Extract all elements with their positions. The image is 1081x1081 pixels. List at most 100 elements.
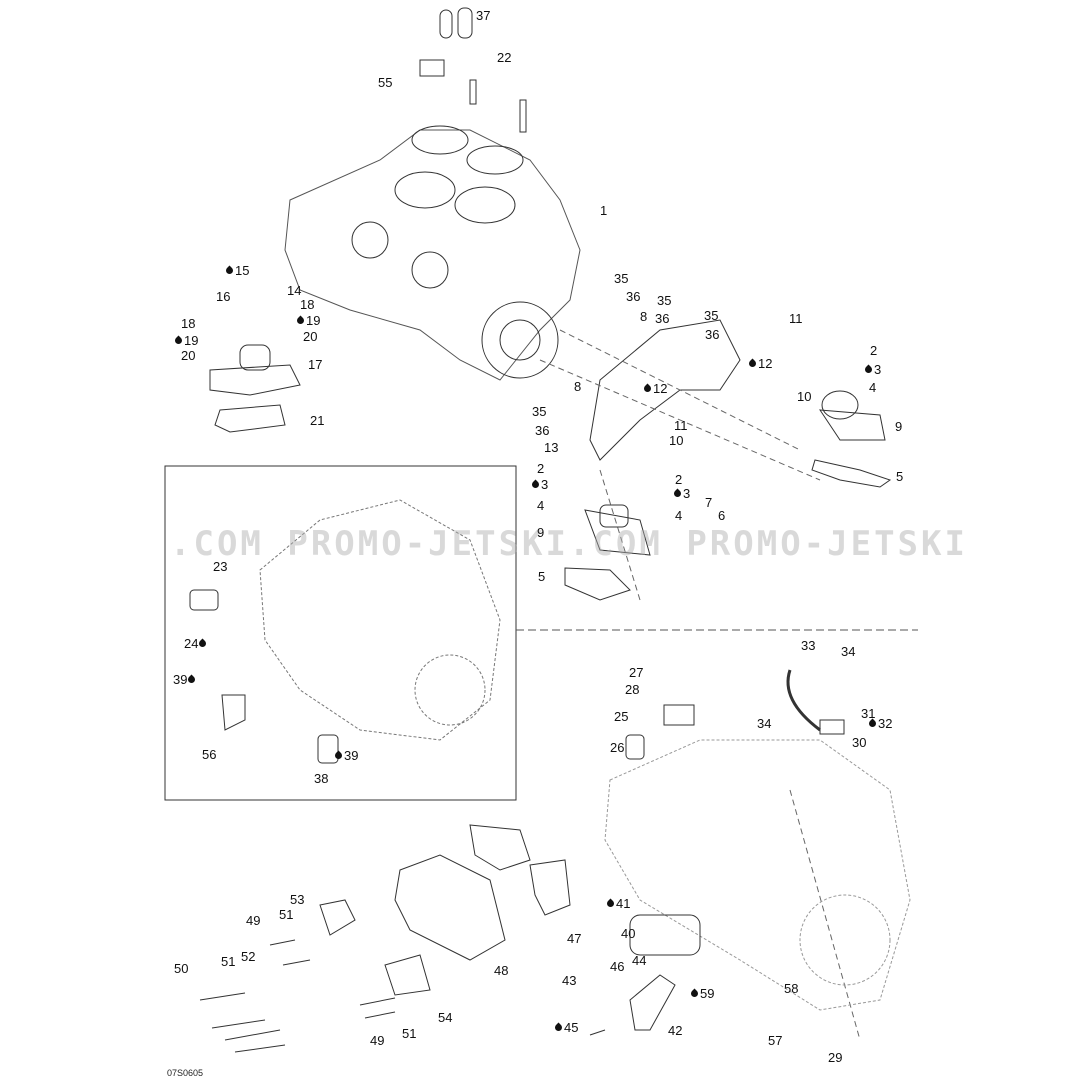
diagram-code: 07S0605 bbox=[167, 1068, 204, 1078]
callout: 3 bbox=[672, 487, 690, 500]
bolts bbox=[199, 939, 606, 1053]
callout: 48 bbox=[494, 963, 509, 978]
callout: 35 bbox=[614, 271, 629, 286]
callout: 36 bbox=[535, 423, 550, 438]
callout: 7 bbox=[705, 495, 713, 510]
callout: 51 bbox=[402, 1026, 417, 1041]
callout: 52 bbox=[241, 949, 256, 964]
callout: 50 bbox=[174, 961, 189, 976]
callout: 18 bbox=[181, 316, 196, 331]
callout: 53 bbox=[290, 892, 305, 907]
callout: 35 bbox=[657, 293, 672, 308]
drop-icon bbox=[187, 674, 197, 685]
callout: 34 bbox=[757, 716, 772, 731]
callout: 4 bbox=[537, 498, 545, 513]
callout: 14 bbox=[287, 283, 302, 298]
spark-plugs-and-coils bbox=[419, 7, 527, 133]
callout: 4 bbox=[675, 508, 683, 523]
drop-icon bbox=[689, 988, 700, 999]
callout: 32 bbox=[867, 717, 892, 730]
watermark: .COM PROMO-JETSKI.COM PROMO-JETSKI bbox=[170, 524, 968, 564]
callout: 58 bbox=[784, 981, 799, 996]
drop-icon bbox=[198, 638, 208, 649]
callout: 4 bbox=[869, 380, 877, 395]
callout: 12 bbox=[642, 382, 667, 395]
callout: 3 bbox=[530, 478, 548, 491]
callout: 9 bbox=[895, 419, 903, 434]
callout: 27 bbox=[629, 665, 644, 680]
callout: 18 bbox=[300, 297, 315, 312]
drop-icon bbox=[530, 479, 541, 490]
callout: 45 bbox=[553, 1021, 578, 1034]
callout: 49 bbox=[370, 1033, 385, 1048]
callout: 33 bbox=[801, 638, 816, 653]
drop-icon bbox=[333, 750, 344, 761]
callout: 42 bbox=[668, 1023, 683, 1038]
callout: 15 bbox=[224, 264, 249, 277]
callout: 8 bbox=[640, 309, 648, 324]
callout: 39 bbox=[173, 673, 197, 686]
callout: 6 bbox=[718, 508, 726, 523]
inset-frame bbox=[164, 465, 517, 801]
engine-inset bbox=[259, 499, 501, 741]
callout: 16 bbox=[216, 289, 231, 304]
callout: 8 bbox=[574, 379, 582, 394]
callout: 31 bbox=[861, 706, 876, 721]
callout: 47 bbox=[567, 931, 582, 946]
callout: 34 bbox=[841, 644, 856, 659]
callout: 49 bbox=[246, 913, 261, 928]
callout: 37 bbox=[476, 8, 491, 23]
drop-icon bbox=[173, 335, 184, 346]
callout: 19 bbox=[173, 334, 198, 347]
callout: 57 bbox=[768, 1033, 783, 1048]
callout: 51 bbox=[221, 954, 236, 969]
engine-main bbox=[284, 125, 581, 381]
callout: 11 bbox=[674, 418, 688, 433]
callout: 25 bbox=[614, 709, 629, 724]
callout: 22 bbox=[497, 50, 512, 65]
callout: 1 bbox=[600, 203, 608, 218]
callout: 46 bbox=[610, 959, 625, 974]
engine-mounts bbox=[209, 319, 892, 601]
callout: 12 bbox=[747, 357, 772, 370]
callout: 43 bbox=[562, 973, 577, 988]
callout: 10 bbox=[797, 389, 812, 404]
drop-icon bbox=[863, 364, 874, 375]
drop-icon bbox=[642, 383, 653, 394]
callout: 17 bbox=[308, 357, 323, 372]
callout: 29 bbox=[828, 1050, 843, 1065]
callout: 51 bbox=[279, 907, 294, 922]
drop-icon bbox=[672, 488, 683, 499]
callout: 59 bbox=[689, 987, 714, 1000]
callout: 28 bbox=[625, 682, 640, 697]
starter-and-covers bbox=[319, 824, 701, 1031]
dash-guidelines bbox=[539, 329, 861, 1041]
engine-lower-faded bbox=[604, 739, 911, 1011]
callout: 11 bbox=[789, 311, 803, 326]
sensors bbox=[189, 589, 845, 764]
callout: 26 bbox=[610, 740, 625, 755]
drop-icon bbox=[605, 898, 616, 909]
callout: 36 bbox=[655, 311, 670, 326]
callout: 5 bbox=[896, 469, 904, 484]
callout: 3 bbox=[863, 363, 881, 376]
callout: 38 bbox=[314, 771, 329, 786]
callout: 35 bbox=[532, 404, 547, 419]
callout: 36 bbox=[626, 289, 641, 304]
callout: 56 bbox=[202, 747, 217, 762]
callout: 54 bbox=[438, 1010, 453, 1025]
callout: 41 bbox=[605, 897, 630, 910]
drop-icon bbox=[747, 358, 758, 369]
callout: 35 bbox=[704, 308, 719, 323]
drop-icon bbox=[295, 315, 306, 326]
callout: 9 bbox=[537, 525, 545, 540]
callout: 44 bbox=[632, 953, 647, 968]
callout: 40 bbox=[621, 926, 636, 941]
callout: 2 bbox=[870, 343, 878, 358]
callout: 13 bbox=[544, 440, 559, 455]
callout: 23 bbox=[213, 559, 228, 574]
drop-icon bbox=[867, 718, 878, 729]
callout: 5 bbox=[538, 569, 546, 584]
callout: 2 bbox=[675, 472, 683, 487]
